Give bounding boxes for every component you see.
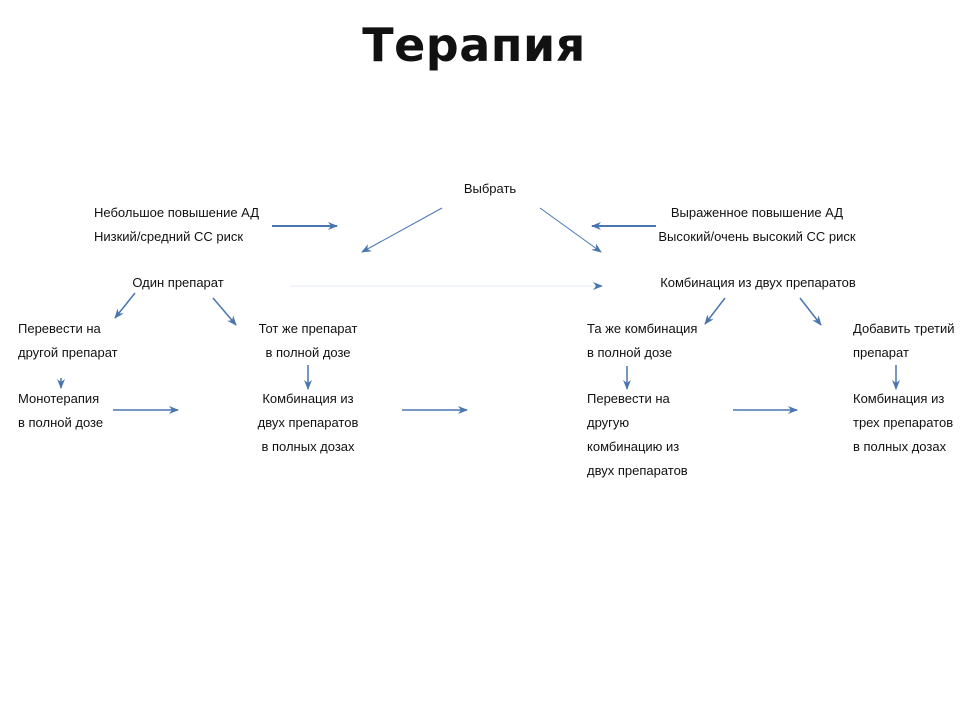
arrow-choose-right [539, 207, 602, 253]
node-three-full: Комбинация из трех препаратов в полных д… [853, 387, 953, 459]
node-text: в полной дозе [587, 345, 673, 360]
node-text: Выраженное повышение АД [670, 205, 844, 220]
node-mild: Небольшое повышение АД Низкий/средний СС… [94, 201, 259, 249]
node-mono-full: Монотерапия в полной дозе [18, 387, 103, 435]
node-text: Высокий/очень высокий СС риск [658, 229, 856, 244]
node-switch-drug: Перевести на другой препарат [18, 317, 118, 365]
arrow-choose-left [361, 207, 443, 253]
node-text: в полных дозах [853, 439, 947, 454]
node-text: Комбинация из [853, 391, 945, 406]
node-text: Комбинация из [262, 391, 354, 406]
node-text: трех препаратов [853, 415, 954, 430]
node-text: другую [587, 415, 630, 430]
node-text: Выбрать [463, 181, 517, 196]
node-add-third: Добавить третий препарат [853, 317, 955, 365]
node-text: Та же комбинация [587, 321, 698, 336]
node-text: двух препаратов [587, 463, 688, 478]
slide-title: Терапия [362, 18, 586, 72]
node-two-combo: Комбинация из двух препаратов [660, 271, 856, 295]
node-text: Добавить третий [853, 321, 955, 336]
node-severe: Выраженное повышение АД Высокий/очень вы… [658, 201, 855, 249]
node-text: в полной дозе [265, 345, 351, 360]
node-switch-combo: Перевести на другую комбинацию из двух п… [587, 387, 688, 483]
node-one-drug: Один препарат [132, 271, 223, 295]
node-text: Перевести на [587, 391, 670, 406]
arrow-one-to-same [212, 297, 237, 326]
node-same-combo: Та же комбинация в полной дозе [587, 317, 697, 365]
node-text: препарат [853, 345, 909, 360]
node-text: Перевести на [18, 321, 101, 336]
node-text: Монотерапия [18, 391, 100, 406]
node-text: Комбинация из двух препаратов [660, 275, 856, 290]
arrow-combo-to-third [799, 297, 822, 326]
node-text: Низкий/средний СС риск [94, 229, 244, 244]
node-text: Небольшое повышение АД [94, 205, 260, 220]
node-text: двух препаратов [257, 415, 359, 430]
node-text: в полной дозе [18, 415, 104, 430]
arrow-combo-to-same [704, 297, 726, 325]
node-text: Один препарат [132, 275, 224, 290]
arrow-one-to-switch [114, 292, 136, 319]
node-text: в полных дозах [261, 439, 355, 454]
node-text: Тот же препарат [258, 321, 358, 336]
node-text: комбинацию из [587, 439, 680, 454]
node-choose: Выбрать [464, 177, 516, 201]
node-same-drug: Тот же препарат в полной дозе [259, 317, 358, 365]
node-two-full: Комбинация из двух препаратов в полных д… [258, 387, 359, 459]
node-text: другой препарат [18, 345, 118, 360]
